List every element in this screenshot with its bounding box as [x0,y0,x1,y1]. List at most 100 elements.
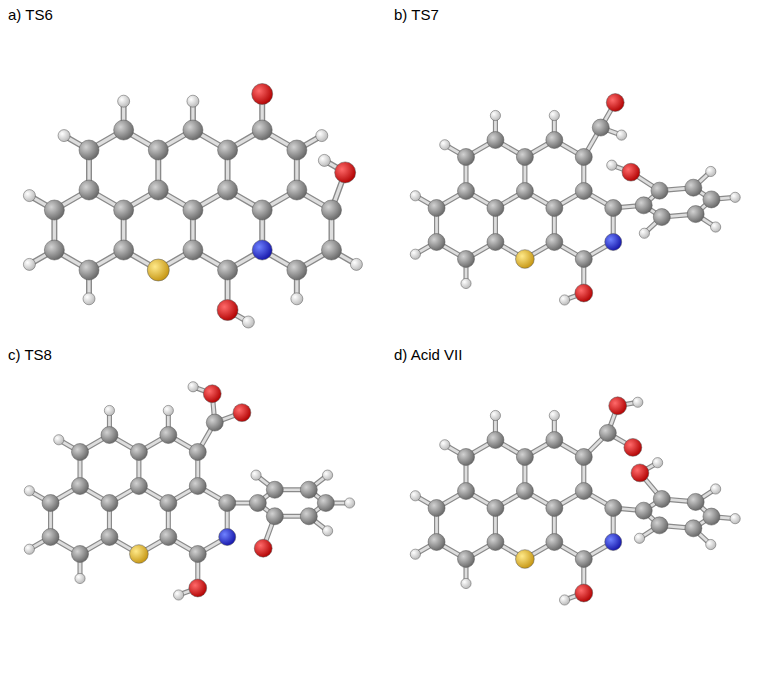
atom [549,110,559,120]
atom [592,119,609,136]
atom [624,438,642,456]
atom [254,539,272,557]
atom [266,481,283,498]
panel-label: b) TS7 [394,6,439,24]
atom [687,493,704,510]
atom [42,529,59,546]
atom [605,234,622,251]
atom [706,539,716,549]
atom [287,140,307,160]
atom [251,470,261,480]
atom [516,250,535,269]
atom [461,578,471,588]
atom [428,534,445,551]
atom [546,432,563,449]
atom [130,478,147,495]
atom [653,458,663,468]
atom [458,551,475,568]
atom [575,449,592,466]
atom [546,500,563,517]
panel-label: c) TS8 [8,346,52,364]
atom [24,544,34,554]
atom [410,249,420,259]
atom [24,486,34,496]
atom [160,529,177,546]
atom [148,140,168,160]
atom [490,410,500,420]
atom [148,180,168,200]
atom [101,495,118,512]
atom [316,130,328,142]
atom [249,495,266,512]
atom [428,200,445,217]
atom [546,200,563,217]
atom [242,316,254,328]
atom [575,551,592,568]
panel-label: d) Acid VII [394,346,462,364]
atom [685,520,702,537]
atom [575,584,593,602]
atom [653,209,670,226]
atom [183,200,203,220]
atom [206,414,223,431]
atom [410,549,420,559]
atom [83,293,95,305]
atom [622,163,640,181]
atom [575,183,592,200]
atom [72,546,89,563]
atom [490,110,500,120]
atom [218,180,238,200]
atom [711,484,721,494]
atom [639,228,649,238]
atom [300,481,317,498]
atom [287,180,307,200]
atom [703,191,720,208]
atom [428,234,445,251]
atom [321,240,341,260]
atom [410,491,420,501]
atom [428,500,445,517]
atom [575,251,592,268]
atom [183,240,203,260]
atom [458,149,475,166]
atom [160,427,177,444]
atom [560,595,570,605]
atom [217,300,238,321]
molecule [23,84,362,329]
atom [440,440,450,450]
atom [560,295,570,305]
atom [516,149,533,166]
atom [187,95,199,107]
atom [487,200,504,217]
atom [607,160,617,170]
atom [440,140,450,150]
atom [147,259,169,281]
atom [203,385,221,403]
atom [458,449,475,466]
atom [23,190,35,202]
atom [44,200,64,220]
molecule [410,397,740,605]
atom [72,444,89,461]
atom [335,162,356,183]
atom [101,427,118,444]
atom [318,154,330,166]
atom [252,200,272,220]
atom [317,495,334,512]
atom [458,483,475,500]
atom [605,500,622,517]
panel-label: a) TS6 [8,6,53,24]
atom [114,200,134,220]
molecule [410,94,740,305]
atom [487,500,504,517]
atom [79,140,99,160]
atom [163,405,173,415]
atom [130,545,149,564]
atom [266,508,283,525]
atom [291,293,303,305]
atom [345,498,355,508]
atom [160,495,177,512]
atom [633,397,643,407]
